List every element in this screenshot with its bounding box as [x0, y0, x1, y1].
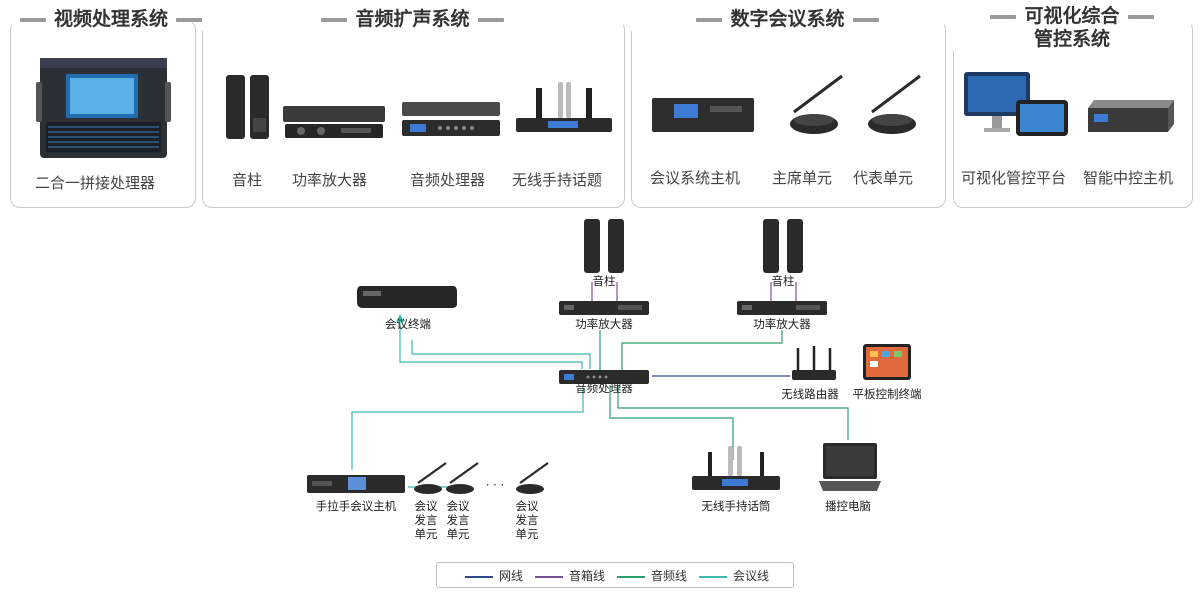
diagram-amp-left-image [559, 301, 649, 315]
visual-platform-image [964, 72, 1068, 136]
central-control-image [1088, 100, 1174, 132]
diagram-mic-label: 无线手持话筒 [701, 499, 771, 513]
diagram-speaker-right-image [763, 219, 803, 273]
wire-processor-amp-right [621, 330, 783, 370]
wire-processor-mic [609, 385, 734, 460]
wire-processor-pc [617, 385, 849, 440]
diagram-speaker-right-label: 音柱 [771, 274, 795, 288]
label-visual-platform: 可视化管控平台 [961, 169, 1067, 187]
diagram-unit1-label: 会议 发言 单元 [414, 499, 438, 541]
diagram-conf-host-label: 手拉手会议主机 [315, 499, 397, 513]
legend-speaker: 音箱线 [535, 567, 605, 584]
legend-audio: 音频线 [617, 567, 687, 584]
column-speaker-image [226, 75, 269, 139]
legend-audio-swatch [617, 575, 645, 578]
diagram-amp-right-image [737, 301, 827, 315]
legend-network: 网线 [465, 567, 523, 584]
diagram-unit3-label: 会议 发言 单元 [515, 499, 539, 541]
diagram-pc-label: 播控电脑 [825, 499, 871, 513]
conf-host-panel-image [652, 98, 754, 132]
diagram-unit2-label: 会议 发言 单元 [446, 499, 470, 541]
diagram-conf-terminal-label: 会议终端 [385, 317, 431, 331]
diagram-audio-processor-label: 音频处理器 [575, 381, 633, 395]
diagram-speaker-left-label: 音柱 [592, 274, 616, 288]
legend-network-swatch [465, 575, 493, 578]
diagram-conf-terminal-image [357, 286, 457, 308]
wire-processor-conf-host [351, 385, 584, 470]
diagram-pc-image [819, 443, 881, 491]
diagram-tablet-image [863, 344, 911, 380]
legend-speaker-swatch [535, 575, 563, 578]
label-wireless-mic: 无线手持话题 [512, 171, 603, 189]
delegate-unit-image [868, 74, 921, 134]
audio-processor-image [402, 102, 500, 136]
panel-visual-title: 可视化综合 管控系统 [953, 5, 1191, 51]
diagram-router-image [792, 346, 836, 380]
panel-video-title: 视频处理系统 [12, 7, 203, 31]
diagram-unit3-image [516, 462, 549, 494]
diagram-conf-host-image [307, 475, 405, 493]
diagram-amp-right-label: 功率放大器 [753, 317, 811, 331]
diagram-unit1-image [414, 462, 447, 494]
wireless-mic-image [516, 82, 612, 132]
legend: 网线 音箱线 音频线 会议线 [436, 562, 794, 588]
label-splice-processor: 二合一拼接处理器 [35, 174, 156, 192]
label-column-speaker: 音柱 [232, 171, 263, 189]
diagram-ellipsis: · · · [485, 478, 505, 492]
panel-audio-title: 音频扩声系统 [202, 7, 623, 31]
diagram-speaker-left-image [584, 219, 624, 273]
label-audio-processor: 音频处理器 [410, 171, 486, 189]
chairman-unit-image [790, 74, 843, 134]
label-chairman-unit: 主席单元 [772, 169, 833, 187]
label-power-amp: 功率放大器 [292, 171, 368, 189]
panel-conference-title: 数字会议系统 [631, 7, 944, 31]
power-amp-image [283, 106, 385, 138]
legend-conference: 会议线 [699, 567, 769, 584]
diagram-audio-processor-image [559, 370, 649, 384]
label-conf-host: 会议系统主机 [650, 169, 741, 187]
wire-processor-terminal [399, 319, 583, 369]
label-central-control: 智能中控主机 [1083, 169, 1174, 187]
diagram-router-label: 无线路由器 [781, 387, 839, 401]
diagram-mic-image [692, 446, 780, 490]
splice-processor-image [36, 58, 171, 158]
diagram-amp-left-label: 功率放大器 [575, 317, 633, 331]
diagram-unit2-image [446, 462, 479, 494]
diagram-tablet-label: 平板控制终端 [852, 387, 922, 401]
legend-conference-swatch [699, 575, 727, 578]
label-delegate-unit: 代表单元 [853, 169, 914, 187]
wire-processor-terminal-2 [411, 340, 591, 369]
